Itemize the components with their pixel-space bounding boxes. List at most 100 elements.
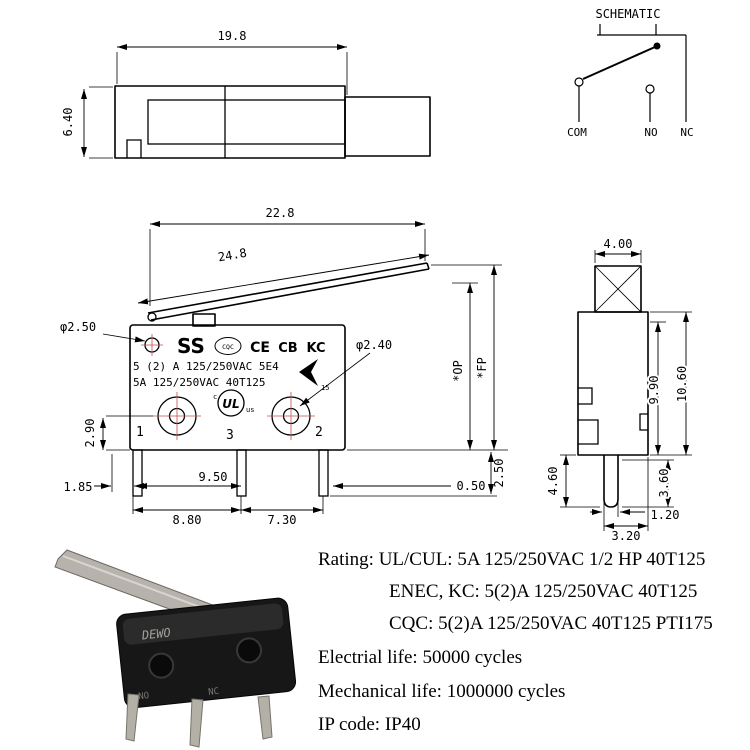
dim-3-60: 3.60 — [657, 469, 671, 498]
spec-rating-ul: Rating: UL/CUL: 5A 125/250VAC 1/2 HP 40T… — [318, 549, 706, 570]
ul-us: us — [246, 406, 254, 414]
photo-label-nc: NC — [208, 687, 220, 698]
main-front-view: SS CQC CE CB KC 5 (2) A 125/250VAC 5E4 5… — [60, 206, 508, 527]
dim-1-85: 1.85 — [64, 480, 93, 494]
dim-22-8: 22.8 — [266, 206, 295, 220]
ce-mark: CE — [250, 340, 270, 356]
terminal-nc-label: NC — [680, 126, 693, 139]
switch-lever — [147, 262, 430, 322]
dim-4-00: 4.00 — [604, 237, 633, 251]
dim-fp: *FP — [475, 357, 489, 379]
dimension-3-60: 3.60 — [622, 459, 674, 508]
cb-mark: CB — [278, 341, 297, 356]
blade-contact-dot — [653, 42, 661, 50]
dim-2-50: 2.50 — [492, 459, 506, 488]
ul-c: c — [213, 393, 217, 401]
switch-blade — [582, 46, 656, 80]
mounting-hole-right — [267, 392, 315, 440]
rating-line-2: 5A 125/250VAC 40T125 — [133, 376, 265, 389]
lever-outline — [114, 85, 431, 159]
photo-rivet-right — [236, 637, 263, 664]
dim-2-90: 2.90 — [83, 419, 97, 448]
photo-pin-3 — [257, 695, 273, 740]
cqc-logo — [214, 337, 242, 355]
dim-7-30: 7.30 — [268, 513, 297, 527]
dim-hole-2-40: φ2.40 — [356, 338, 392, 352]
recycle-arrow-number: 15 — [321, 384, 329, 392]
spec-mechanical-life: Mechanical life: 1000000 cycles — [318, 681, 566, 702]
plunger — [192, 313, 216, 327]
dimension-6-40: 6.40 — [61, 86, 113, 159]
dimension-9-50: 9.50 — [137, 470, 241, 489]
dimension-2-50: 2.50 — [330, 452, 506, 497]
pin-3 — [236, 449, 247, 497]
no-contact — [645, 84, 655, 94]
dim-10-60: 10.60 — [675, 366, 689, 402]
dimension-10-60: 10.60 — [650, 311, 692, 456]
spec-ip-code: IP code: IP40 — [318, 714, 421, 735]
pin-2 — [318, 449, 329, 497]
dimension-9-90: 9.90 — [645, 321, 666, 455]
schematic: SCHEMATIC COM NO NC — [567, 7, 694, 139]
dimension-hole-2-40: φ2.40 — [299, 338, 392, 407]
mounting-hole-left — [153, 392, 201, 440]
dimension-22-8: 22.8 — [149, 206, 426, 306]
dim-hole-2-50: φ2.50 — [60, 320, 96, 334]
lever-top-view: 19.8 6.40 — [61, 29, 431, 159]
dimension-op: *OP — [451, 282, 478, 450]
terminal-number-3: 3 — [226, 428, 234, 443]
terminal-com-label: COM — [567, 126, 587, 139]
dimension-4-60: 4.60 — [546, 454, 600, 508]
schematic-title: SCHEMATIC — [595, 7, 660, 21]
dimension-fp: *FP — [347, 264, 508, 451]
cqc-logo-text: CQC — [222, 343, 234, 351]
recycle-arrow-icon — [299, 359, 318, 386]
dim-6-40: 6.40 — [61, 108, 75, 137]
dim-19-8: 19.8 — [218, 29, 247, 43]
lever-pivot — [147, 312, 157, 322]
dim-op: *OP — [451, 360, 465, 382]
spec-electrical-life: Electrial life: 50000 cycles — [318, 647, 523, 668]
dimension-hole-2-50: φ2.50 — [60, 320, 146, 343]
side-outline — [577, 265, 649, 508]
rating-line-1: 5 (2) A 125/250VAC 5E4 — [133, 360, 279, 373]
dim-4-60: 4.60 — [546, 467, 560, 496]
dimension-1-20: 1.20 — [590, 500, 679, 531]
dim-8-80: 8.80 — [173, 513, 202, 527]
pilot-hole — [141, 334, 163, 356]
body-markings: SS CQC CE CB KC 5 (2) A 125/250VAC 5E4 5… — [133, 334, 329, 417]
dimension-1-85: 1.85 — [64, 454, 150, 494]
dim-1-20: 1.20 — [651, 508, 680, 522]
kc-mark: KC — [306, 341, 325, 356]
side-body — [577, 311, 649, 456]
photo-pin-2 — [189, 698, 204, 748]
dimension-4-00: 4.00 — [594, 237, 642, 263]
brand-mark: SS — [177, 334, 205, 358]
dimension-2-90: 2.90 — [83, 415, 153, 451]
side-view: 4.00 10.60 9.90 4.60 3.60 — [546, 237, 692, 543]
terminal-number-1: 1 — [136, 425, 144, 440]
com-contact — [574, 77, 584, 87]
product-photo: DEWO NO NC — [54, 549, 297, 748]
terminal-number-2: 2 — [315, 425, 323, 440]
photo-rivet-left — [148, 652, 175, 679]
dim-24-8: 24.8 — [217, 246, 248, 265]
dimension-7-30: 7.30 — [241, 496, 324, 527]
spec-rating-cqc: CQC: 5(2)A 125/250VAC 40T125 PTI175 — [389, 613, 713, 634]
dimension-3-20: 3.20 — [604, 457, 649, 543]
dim-9-50: 9.50 — [199, 470, 228, 484]
dim-3-20: 3.20 — [612, 529, 641, 543]
side-pin — [603, 455, 619, 508]
photo-pin-1 — [125, 693, 140, 742]
terminal-no-label: NO — [644, 126, 657, 139]
dimension-24-8: 24.8 — [137, 246, 430, 305]
ul-mark: c UL us — [213, 389, 254, 417]
dim-0-50: 0.50 — [457, 479, 486, 493]
ul-text: UL — [222, 397, 239, 411]
dimension-8-80: 8.80 — [132, 452, 242, 527]
photo-body: DEWO NO NC — [116, 597, 297, 709]
dimension-0-50: 0.50 — [333, 479, 485, 493]
dimension-19-8: 19.8 — [116, 29, 348, 95]
photo-label-no: NO — [138, 691, 150, 702]
